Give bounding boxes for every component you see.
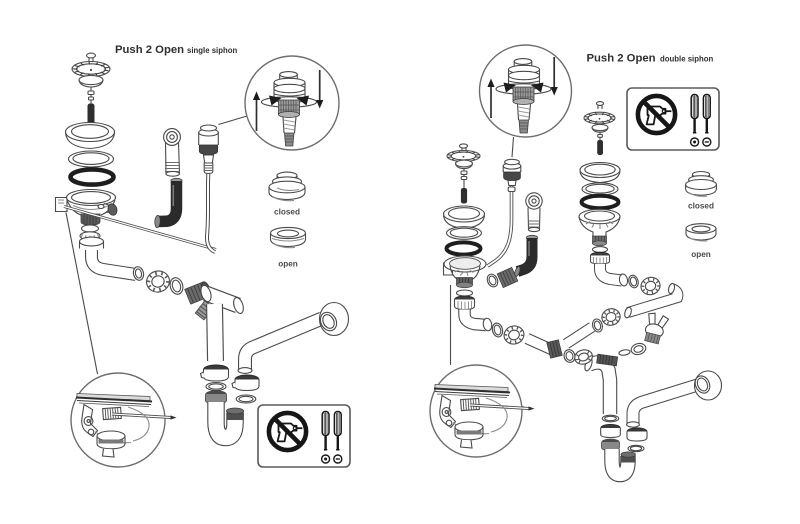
svg-text:single siphon: single siphon xyxy=(187,46,237,55)
svg-text:open: open xyxy=(691,250,711,259)
svg-text:closed: closed xyxy=(688,202,714,211)
svg-text:Push 2 Open: Push 2 Open xyxy=(587,53,656,65)
svg-text:double siphon: double siphon xyxy=(660,55,714,64)
svg-text:open: open xyxy=(278,260,298,269)
svg-text:closed: closed xyxy=(274,208,300,217)
svg-text:Push 2 Open: Push 2 Open xyxy=(115,44,184,56)
